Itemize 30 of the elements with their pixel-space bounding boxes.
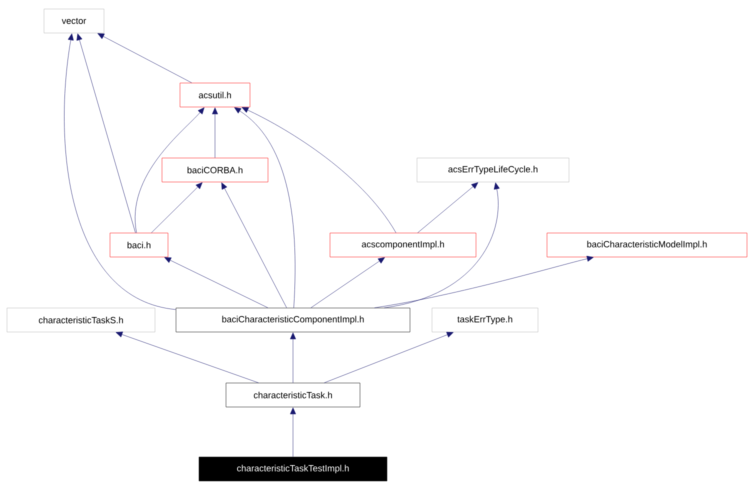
arrow xyxy=(97,33,192,83)
arrow xyxy=(164,257,268,308)
file-box: characteristicTaskS.h xyxy=(6,308,156,332)
arrow xyxy=(290,332,296,383)
arrow xyxy=(384,182,500,308)
arrow xyxy=(221,182,287,308)
arrow xyxy=(64,34,176,310)
file-box: acsutil.h xyxy=(180,82,250,108)
file-box: baciCharacteristicModelImpl.h xyxy=(546,232,748,258)
arrow xyxy=(116,332,259,383)
file-box: vector xyxy=(44,8,104,34)
arrow xyxy=(151,182,202,233)
file-box: characteristicTask.h xyxy=(226,382,360,408)
file-box: characteristicTaskTestImpl.h xyxy=(198,456,388,482)
arrow xyxy=(234,107,296,308)
arrow xyxy=(76,33,136,233)
file-box: baci.h xyxy=(110,232,168,258)
arrow xyxy=(310,257,385,308)
file-box: taskErrType.h xyxy=(432,308,538,332)
file-box: acsErrTypeLifeCycle.h xyxy=(416,158,570,182)
file-box: acscomponentImpl.h xyxy=(330,232,476,258)
arrow xyxy=(242,107,396,233)
arrow xyxy=(417,182,478,233)
arrow xyxy=(134,107,204,233)
file-box: baciCharacteristicComponentImpl.h xyxy=(176,308,410,332)
arrow xyxy=(324,332,454,383)
arrow xyxy=(374,256,594,308)
arrow xyxy=(212,108,218,158)
file-box: baciCORBA.h xyxy=(162,158,268,182)
arrow xyxy=(290,408,296,457)
